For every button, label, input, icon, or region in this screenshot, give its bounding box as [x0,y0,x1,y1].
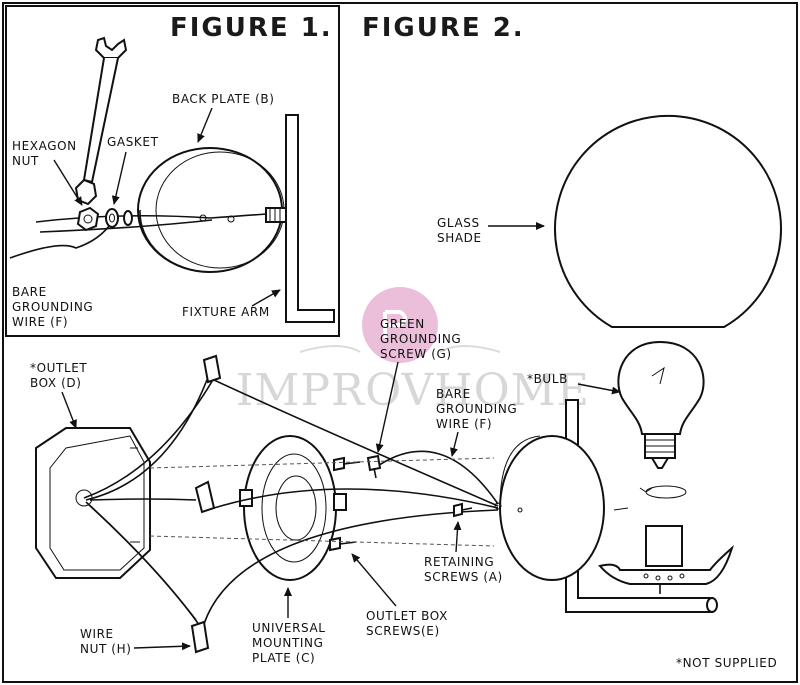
rotate-arrow-icon [639,485,687,499]
wrench-icon [74,36,128,206]
back-plate-b [137,147,285,273]
gasket-icon [105,208,133,228]
glass-shade [554,114,782,328]
socket-cup [598,525,735,594]
svg-text:GROUNDING: GROUNDING [380,332,461,346]
green-grounding-screw-g [366,454,382,479]
label-bare-grounding-wire-fig1: BARE [12,285,47,299]
fig2-wire-upper [83,377,215,499]
label-green-grounding-screw: GREEN [380,317,425,331]
fig2-bare-ground-wire [371,450,499,505]
fixture-arm-fig2 [565,399,718,613]
universal-mounting-plate-c [239,435,347,581]
svg-text:SCREWS (A): SCREWS (A) [424,570,503,584]
svg-text:GROUNDING: GROUNDING [12,300,93,314]
svg-text:SCREWS(E): SCREWS(E) [366,624,440,638]
svg-text:BOX (D): BOX (D) [30,376,82,390]
label-gasket: GASKET [107,135,159,149]
label-hexagon-nut: HEXAGON [12,139,77,153]
svg-text:MOUNTING: MOUNTING [252,636,324,650]
retaining-screw-icon [453,502,473,518]
svg-text:GROUNDING: GROUNDING [436,402,517,416]
label-bare-grounding-wire-fig2: BARE [436,387,471,401]
label-wire-nut: WIRE [80,627,114,641]
svg-text:WIRE (F): WIRE (F) [436,417,492,431]
fig1-wires [35,213,267,223]
outlet-box-d [35,427,151,579]
figure1-title: FIGURE 1. [170,13,333,43]
watermark-text: IMPROVHOME [236,365,590,416]
svg-text:SCREW (G): SCREW (G) [380,347,452,361]
fig1-bare-ground-wire [9,221,113,259]
bulb-icon [617,340,705,469]
svg-text:NUT (H): NUT (H) [80,642,132,656]
label-back-plate: BACK PLATE (B) [172,92,275,106]
fig2-fixture-wire-a [213,379,499,507]
hexagon-nut-icon [76,206,100,232]
svg-text:WIRE (F): WIRE (F) [12,315,68,329]
figure2-title: FIGURE 2. [362,13,525,43]
svg-text:PLATE (C): PLATE (C) [252,651,315,665]
label-universal-mounting-plate: UNIVERSAL [252,621,326,635]
label-outlet-box: *OUTLET [30,361,87,375]
back-plate-fig2 [494,435,605,581]
outlet-box-screw-icon [329,456,361,552]
fixture-arm [265,114,335,323]
wire-nut-icon [190,354,222,654]
footnote-not-supplied: *NOT SUPPLIED [676,656,777,670]
svg-text:NUT: NUT [12,154,39,168]
svg-text:SHADE: SHADE [437,231,482,245]
label-retaining-screws: RETAINING [424,555,494,569]
label-outlet-box-screws: OUTLET BOX [366,609,448,623]
label-glass-shade: GLASS [437,216,480,230]
label-fixture-arm: FIXTURE ARM [182,305,270,319]
label-bulb: *BULB [527,372,568,386]
watermark: IMPROVHOME [236,287,590,416]
alignment-guides [149,457,495,547]
